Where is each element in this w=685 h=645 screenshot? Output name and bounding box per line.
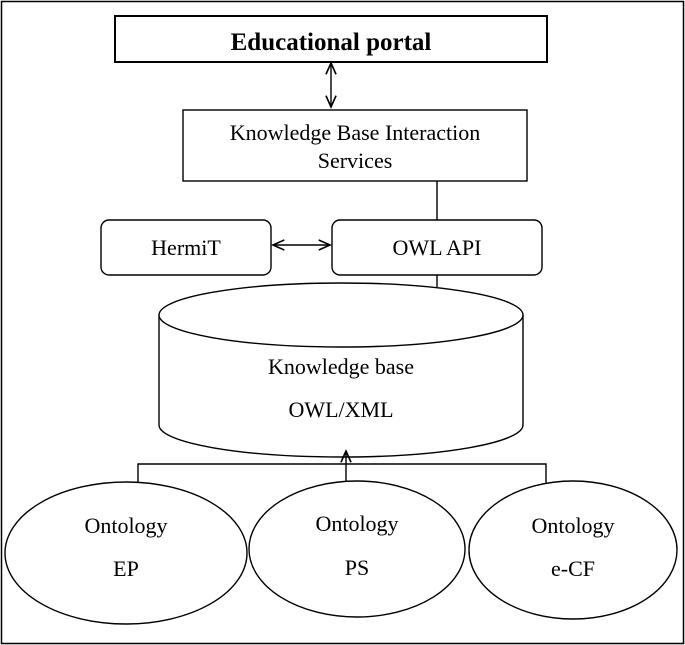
owl-api-box: OWL API [331,219,543,276]
educational-portal-label: Educational portal [231,29,432,56]
hermit-label: HermiT [151,235,221,260]
knowledge-base-label: Knowledge base [268,354,414,379]
ontology-ps-label-line2: PS [345,555,369,580]
kb-interaction-services-box: Knowledge Base Interaction Services [182,109,528,182]
ontology-ep: Ontology EP [4,481,248,625]
kb-services-label-line2: Services [318,148,393,173]
hermit-box: HermiT [100,219,272,276]
ontology-ps-label-line1: Ontology [315,511,398,536]
ontology-ep-label-line2: EP [113,556,139,581]
owl-xml-label: OWL/XML [288,397,393,422]
owl-api-label: OWL API [392,235,481,260]
ontology-ep-label-line1: Ontology [84,513,167,538]
ontology-ecf-label-line2: e-CF [551,556,595,581]
ontology-ecf-label-line1: Ontology [531,513,614,538]
ontology-ecf: Ontology e-CF [468,480,678,620]
ontology-ps: Ontology PS [248,480,466,618]
kb-services-label-line1: Knowledge Base Interaction [230,120,480,145]
knowledge-base-cylinder: Knowledge base OWL/XML [158,282,524,458]
educational-portal-box: Educational portal [114,15,548,63]
